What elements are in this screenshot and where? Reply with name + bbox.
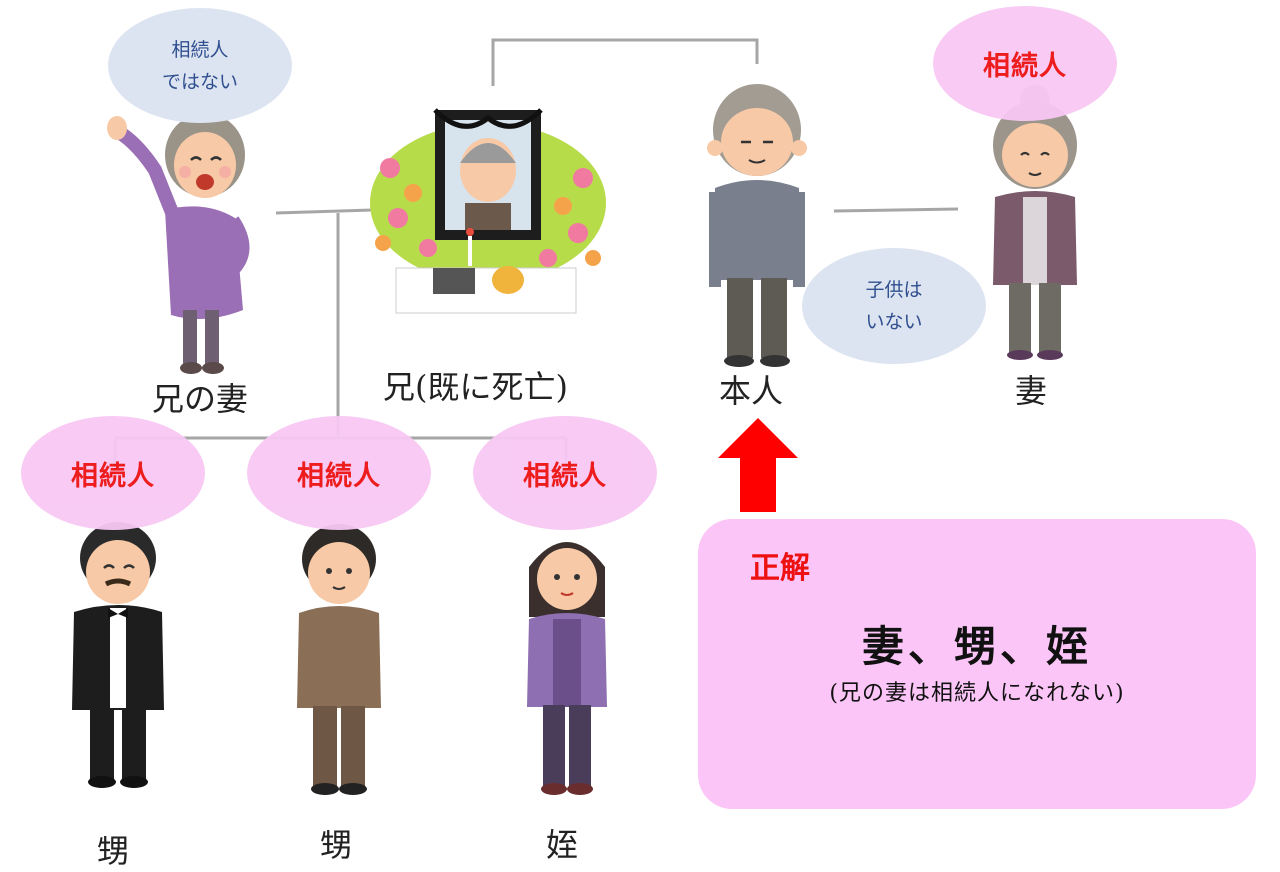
heir-bubble-nephew1: 相続人 (21, 416, 205, 530)
heir-bubble-wife: 相続人 (933, 6, 1117, 121)
heir-bubble-text: 相続人 (983, 51, 1067, 82)
nephew2-figure (297, 524, 381, 795)
heir-bubble-nephew2: 相続人 (247, 416, 431, 530)
niece-figure (527, 542, 607, 795)
label-brother-wife: 兄の妻 (152, 380, 249, 418)
label-nephew2: 甥 (320, 826, 353, 864)
no-children-text-line1: 子供は (865, 279, 923, 301)
heir-bubble-niece: 相続人 (473, 416, 657, 530)
marriage-line-self (833, 207, 959, 213)
self-figure (707, 84, 807, 367)
no-children-text-line2: いない (865, 311, 923, 333)
heir-bubble-text: 相続人 (297, 460, 381, 492)
label-wife: 妻 (1015, 372, 1048, 410)
nephew1-figure (72, 522, 164, 788)
not-heir-text-line1: 相続人 (171, 38, 229, 61)
answer-title: 正解 (750, 551, 810, 586)
not-heir-text-line2: ではない (161, 70, 238, 93)
heir-bubble-text: 相続人 (523, 460, 607, 492)
label-self: 本人 (719, 372, 784, 410)
answer-box: 正解 妻、甥、姪 (兄の妻は相続人になれない) (698, 519, 1256, 809)
brother-wife-figure (107, 113, 250, 374)
label-nephew1: 甥 (97, 832, 130, 870)
marriage-line-brother (275, 208, 373, 215)
answer-note-text: (兄の妻は相続人になれない) (829, 681, 1125, 706)
heir-bubble-text: 相続人 (71, 460, 155, 492)
no-children-bubble: 子供は いない (802, 248, 986, 364)
label-niece: 姪 (546, 826, 579, 864)
brother-memorial-altar (370, 108, 606, 314)
label-brother: 兄(既に死亡) (383, 368, 568, 406)
sibling-link-line (491, 38, 759, 86)
up-arrow-icon (718, 418, 798, 512)
answer-main-text: 妻、甥、姪 (861, 622, 1092, 671)
wife-figure (993, 85, 1077, 360)
not-heir-bubble: 相続人 ではない (108, 8, 292, 123)
